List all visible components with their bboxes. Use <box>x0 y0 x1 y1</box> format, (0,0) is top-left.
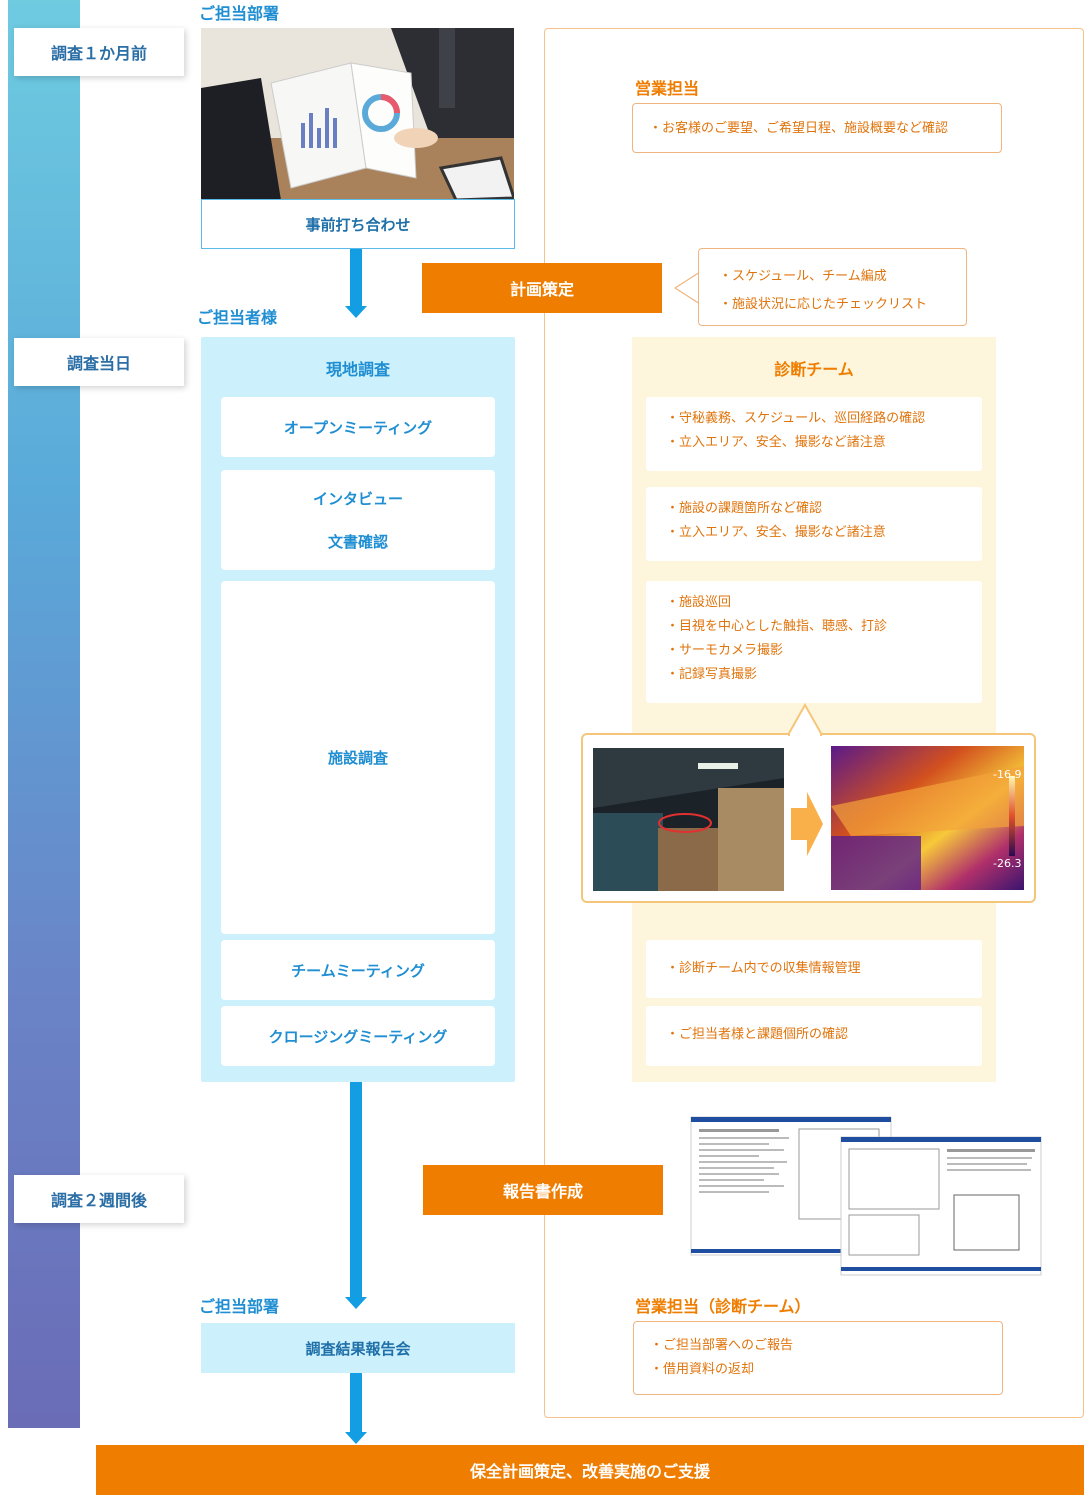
flow-arrow-shaft-3 <box>350 1373 362 1433</box>
phase-label-survey-day: 調査当日 <box>14 338 184 386</box>
meeting-photo <box>201 28 514 200</box>
right-arrow-icon <box>791 792 823 856</box>
planning-callout-pointer <box>673 271 701 305</box>
card-team-meeting: チームミーティング <box>221 940 495 1000</box>
diagnosis-team-title: 診断チーム <box>774 360 854 379</box>
flow-arrow-shaft-1 <box>350 249 362 307</box>
heading-client: ご担当者様 <box>197 308 278 327</box>
flow-arrow-head-2 <box>345 1297 367 1309</box>
team-item: ・診断チーム内での収集情報管理 <box>666 961 861 976</box>
planning-bar: 計画策定 <box>422 263 662 313</box>
report-task-item: ・ご担当部署へのご報告 <box>650 1338 794 1353</box>
flow-arrow-head-1 <box>345 306 367 318</box>
heading-sales: 営業担当 <box>635 79 700 98</box>
team-item: ・ご担当者様と課題個所の確認 <box>666 1027 849 1042</box>
report-document-images <box>690 1116 1042 1276</box>
thermal-min-label: -26.3 <box>993 857 1022 870</box>
team-item: ・立入エリア、安全、撮影など諸注意 <box>666 525 886 540</box>
planning-item: ・スケジュール、チーム編成 <box>719 269 887 284</box>
card-opening-meeting: オープンミーティング <box>221 397 495 457</box>
card-label: クロージングミーティング <box>268 1027 448 1046</box>
sales-task-item: ・お客様のご要望、ご希望日程、施設概要など確認 <box>649 121 949 136</box>
team-item: ・立入エリア、安全、撮影など諸注意 <box>666 435 886 450</box>
team-card-team-meeting: ・診断チーム内での収集情報管理 <box>646 940 982 998</box>
field-survey-title: 現地調査 <box>325 360 390 379</box>
planning-detail-box: ・スケジュール、チーム編成 ・施設状況に応じたチェックリスト <box>698 248 967 326</box>
card-label: チームミーティング <box>291 961 425 980</box>
sales-task-box: ・お客様のご要望、ご希望日程、施設概要など確認 <box>632 103 1002 153</box>
card-facility-survey: 施設調査 <box>221 581 495 934</box>
card-label: 施設調査 <box>327 749 388 767</box>
phase-label-1-month-before: 調査１か月前 <box>14 28 184 76</box>
warehouse-photo <box>593 748 784 891</box>
heading-dept-bottom: ご担当部署 <box>199 1297 280 1316</box>
card-label-documents: 文書確認 <box>327 533 388 551</box>
team-item: ・施設巡回 <box>666 595 732 610</box>
team-item: ・目視を中心とした触指、聴感、打診 <box>666 619 888 634</box>
heading-dept-top: ご担当部署 <box>199 4 280 23</box>
thermal-max-label: -16.9 <box>993 768 1022 781</box>
card-label-interview: インタビュー <box>312 490 403 508</box>
team-item: ・施設の課題箇所など確認 <box>666 501 823 516</box>
team-card-closing: ・ご担当者様と課題個所の確認 <box>646 1006 982 1066</box>
pre-meeting-box: 事前打ち合わせ <box>201 199 515 249</box>
card-closing-meeting: クロージングミーティング <box>221 1006 495 1066</box>
report-task-box: ・ご担当部署へのご報告 ・借用資料の返却 <box>633 1321 1003 1395</box>
card-label: オープンミーティング <box>283 418 433 437</box>
report-meeting-box: 調査結果報告会 <box>201 1323 515 1373</box>
team-card-facility: ・施設巡回 ・目視を中心とした触指、聴感、打診 ・サーモカメラ撮影 ・記録写真撮… <box>646 581 982 703</box>
report-task-item: ・借用資料の返却 <box>650 1362 755 1377</box>
final-support-bar: 保全計画策定、改善実施のご支援 <box>96 1445 1084 1495</box>
heading-sales-team: 営業担当（診断チーム） <box>635 1297 811 1316</box>
flow-arrow-shaft-2 <box>350 1082 362 1298</box>
flow-arrow-head-3 <box>345 1432 367 1444</box>
thermal-image <box>831 746 1024 890</box>
team-item: ・記録写真撮影 <box>666 667 758 682</box>
card-interview-docs: インタビュー 文書確認 <box>221 470 495 570</box>
report-creation-bar: 報告書作成 <box>423 1165 663 1215</box>
sales-team-frame <box>544 28 1084 1418</box>
team-card-interview: ・施設の課題箇所など確認 ・立入エリア、安全、撮影など諸注意 <box>646 487 982 561</box>
meeting-photo-illustration <box>201 28 514 200</box>
team-item: ・守秘義務、スケジュール、巡回経路の確認 <box>666 411 926 426</box>
team-card-opening: ・守秘義務、スケジュール、巡回経路の確認 ・立入エリア、安全、撮影など諸注意 <box>646 397 982 471</box>
phase-label-2-weeks-after: 調査２週間後 <box>14 1175 184 1223</box>
planning-item: ・施設状況に応じたチェックリスト <box>719 297 928 312</box>
team-item: ・サーモカメラ撮影 <box>666 643 784 658</box>
thermal-callout-pointer <box>788 703 822 736</box>
